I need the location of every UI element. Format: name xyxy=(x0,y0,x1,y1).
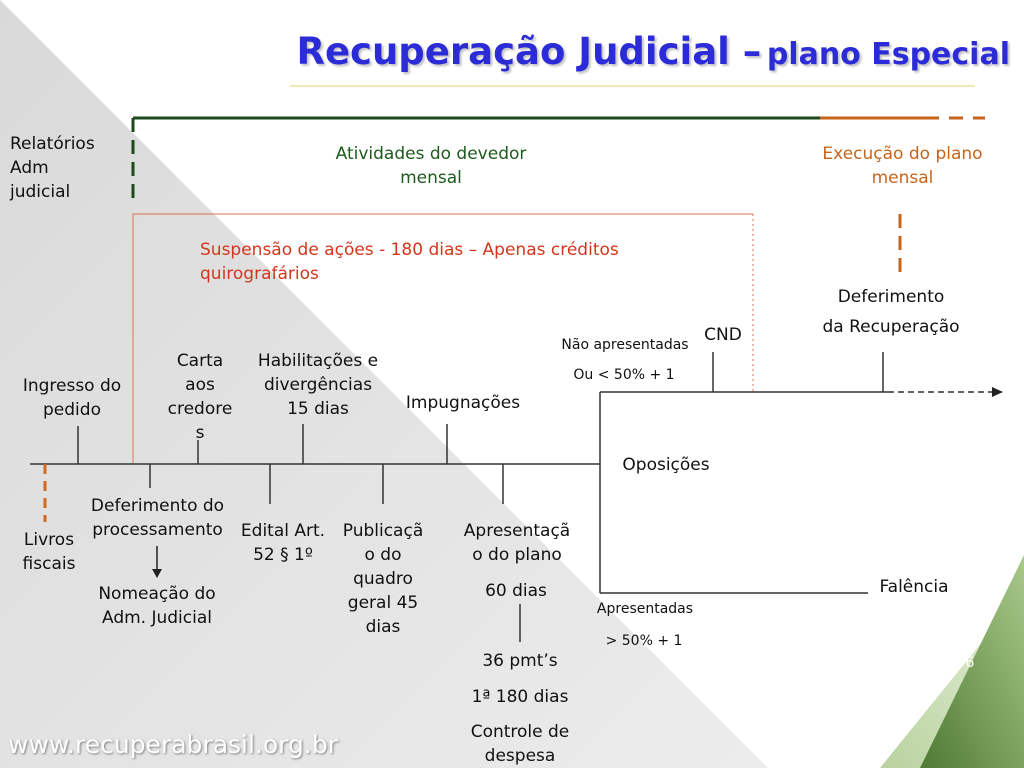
label-ingresso: Ingresso do pedido xyxy=(22,376,122,420)
site-watermark: www.recuperabrasil.org.br xyxy=(8,730,338,759)
label-apresentacao: Apresentaçã o do plano xyxy=(463,521,571,565)
page-number: 6 xyxy=(965,655,975,671)
label-execucao: Execução do plano mensal xyxy=(822,144,983,188)
label-publicacao: Publicaçã o do quadro geral 45 dias xyxy=(342,521,424,637)
nomeacao-arrow-head xyxy=(152,569,162,578)
label-relatorios: Relatórios Adm judicial xyxy=(10,134,95,202)
label-nao-apresentadas: Não apresentadas xyxy=(561,337,689,353)
label-habilitacoes: Habilitações e divergências 15 dias xyxy=(257,351,379,419)
label-carta: Carta aos credore s xyxy=(167,351,233,443)
label-deferimento-processamento: Deferimento do processamento xyxy=(90,496,225,540)
gray-diagonal-panel xyxy=(0,0,768,768)
branch-upper-arrow-head xyxy=(992,387,1003,397)
label-apresentadas: Apresentadas xyxy=(596,601,694,617)
label-sessenta-dias: 60 dias xyxy=(485,581,547,601)
label-oposicoes: Oposições xyxy=(622,455,710,475)
label-cnd: CND xyxy=(704,325,742,345)
label-impugnacoes: Impugnações xyxy=(405,393,521,413)
label-atividades: Atividades do devedor mensal xyxy=(335,144,527,188)
label-deferimento-recuperacao: Deferimento da Recuperação xyxy=(822,287,960,337)
label-primeiro-180: 1ª 180 dias xyxy=(471,687,569,707)
slide-title: Recuperação Judicial – plano Especial xyxy=(160,30,1010,73)
suspension-box-outline xyxy=(132,213,753,463)
title-sub: plano Especial xyxy=(766,37,1010,72)
label-falencia: Falência xyxy=(879,577,949,597)
label-ou-menor: Ou < 50% + 1 xyxy=(573,367,675,383)
dark-green-corner xyxy=(920,555,1024,768)
label-controle: Controle de despesa xyxy=(470,722,570,766)
label-pmts: 36 pmt’s xyxy=(482,651,558,671)
label-edital: Edital Art. 52 § 1º xyxy=(240,521,326,565)
label-suspensao: Suspensão de ações - 180 dias – Apenas c… xyxy=(200,240,619,284)
title-main: Recuperação Judicial – xyxy=(296,30,762,73)
label-livros: Livros fiscais xyxy=(22,530,76,574)
label-nomeacao: Nomeação do Adm. Judicial xyxy=(98,584,216,628)
label-maior: > 50% + 1 xyxy=(605,633,683,649)
